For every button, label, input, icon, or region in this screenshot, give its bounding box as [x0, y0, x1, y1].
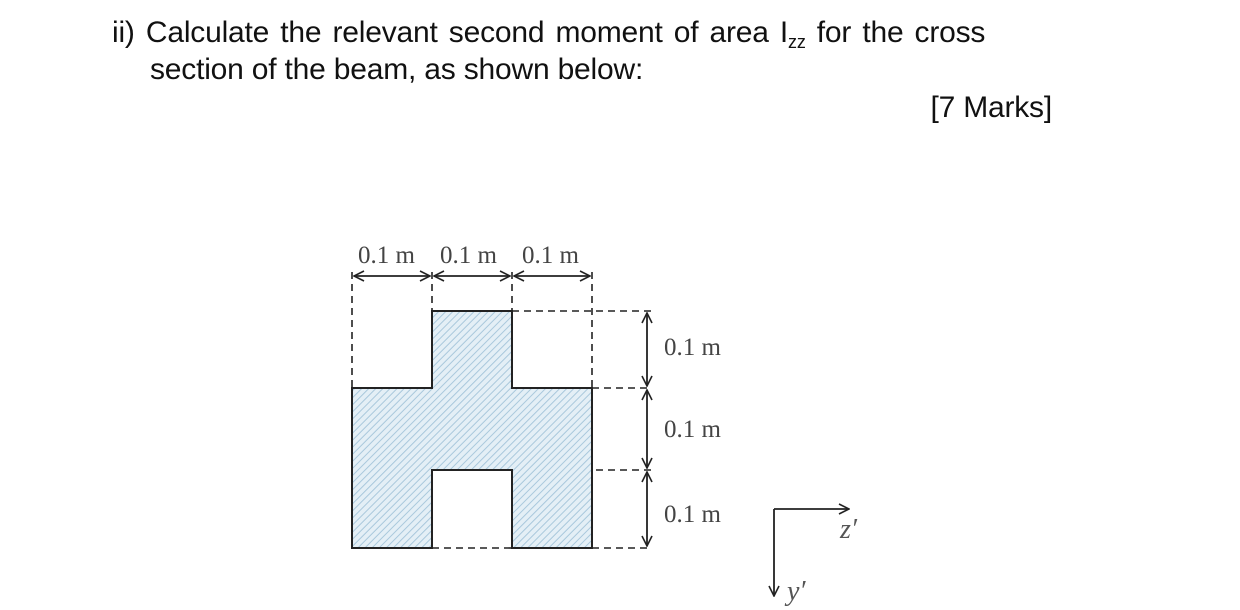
marks-label: [7 Marks] — [930, 91, 1052, 124]
coordinate-axes-icon — [774, 509, 849, 596]
question-number: ii) — [112, 16, 135, 49]
beam-section-shape — [351, 310, 593, 549]
width-dim-2: 0.1 m — [440, 242, 498, 269]
question-text-part2: for the cross — [805, 16, 986, 49]
z-axis-label: z′ — [839, 514, 858, 545]
extension-lines — [351, 272, 652, 549]
height-dim-2: 0.1 m — [664, 416, 722, 443]
height-dim-1: 0.1 m — [664, 334, 722, 361]
question-text-part1: Calculate the relevant second moment of … — [145, 16, 789, 49]
izz-subscript: zz — [788, 32, 806, 52]
y-axis-label: y′ — [784, 576, 806, 607]
question-line-1: ii) Calculate the relevant second moment… — [112, 14, 985, 55]
width-dim-1: 0.1 m — [358, 242, 416, 269]
width-dim-3: 0.1 m — [522, 242, 580, 269]
question-line-2: section of the beam, as shown below: — [150, 53, 644, 86]
height-dim-3: 0.1 m — [664, 501, 722, 528]
